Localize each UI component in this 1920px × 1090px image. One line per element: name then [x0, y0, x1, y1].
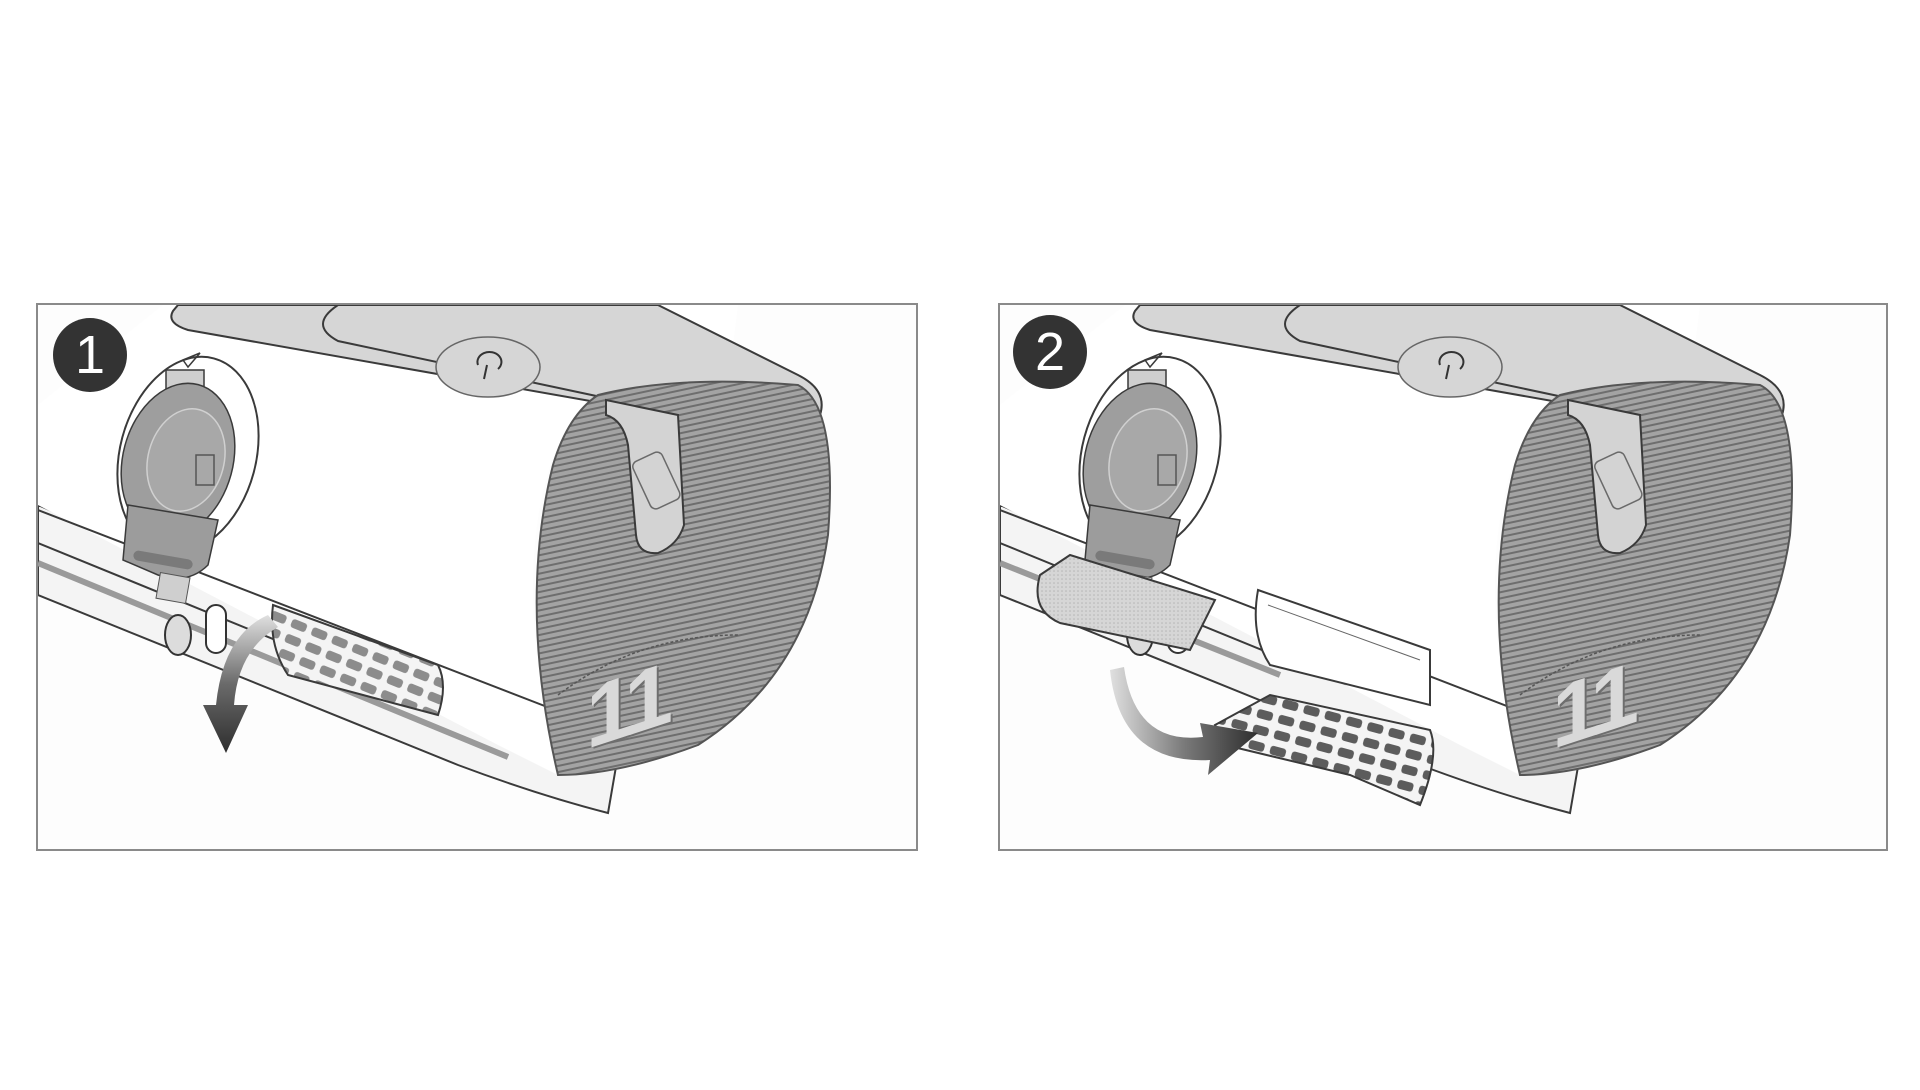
- device-illustration-step-2: [1000, 305, 1793, 815]
- replace-filter-arrow-icon: [1110, 667, 1258, 775]
- air-filter: [1036, 553, 1217, 652]
- step-number-badge: 1: [53, 318, 127, 392]
- power-button: [1397, 336, 1503, 398]
- device-ports: [155, 454, 227, 656]
- ribbed-side-panel: [535, 380, 831, 777]
- ribbed-side-panel: [1497, 380, 1793, 777]
- filter-cover-open: [1213, 693, 1435, 807]
- open-cover-arrow-icon: [203, 615, 278, 753]
- air-outlet-port: [116, 352, 260, 580]
- step-1-panel: 1 11: [36, 303, 918, 851]
- power-button: [435, 336, 541, 398]
- filter-compartment-open: [1254, 588, 1431, 707]
- step-number-badge: 2: [1013, 315, 1087, 389]
- device-illustration-step-1: [38, 305, 831, 815]
- step-2-panel: 2 11: [998, 303, 1888, 851]
